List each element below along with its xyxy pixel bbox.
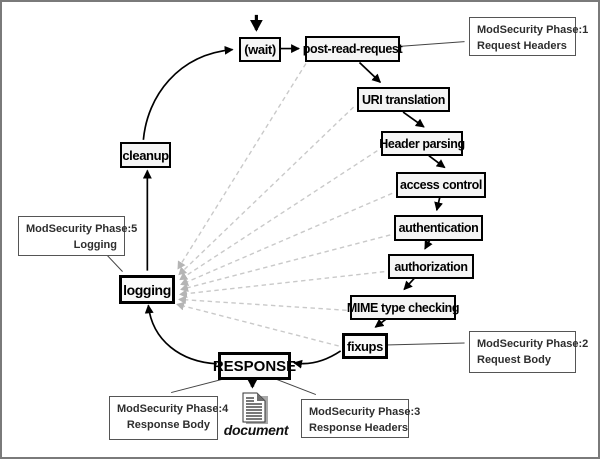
annotation-line: ModSecurity Phase:1 bbox=[477, 24, 589, 36]
node-response: RESPONSE bbox=[213, 352, 296, 380]
annotation-line: ModSecurity Phase:3 bbox=[309, 406, 421, 418]
annotation-line: ModSecurity Phase:4 bbox=[117, 403, 229, 415]
annotation-line: ModSecurity Phase:2 bbox=[477, 338, 589, 350]
node-wait: (wait) bbox=[239, 37, 281, 62]
annotation-line: Logging bbox=[73, 238, 117, 251]
dashed-links bbox=[176, 63, 393, 347]
annotation-modsecurity-phase1: ModSecurity Phase:1 Request Headers bbox=[469, 17, 589, 56]
flow-arrows bbox=[142, 14, 446, 389]
annotation-modsecurity-phase2: ModSecurity Phase:2 Request Body bbox=[469, 331, 589, 373]
annotation-modsecurity-phase3: ModSecurity Phase:3 Response Headers bbox=[301, 399, 421, 438]
document-label: document bbox=[223, 422, 289, 438]
node-access-control: access control bbox=[396, 172, 486, 198]
annotation-modsecurity-phase5: ModSecurity Phase:5 Logging bbox=[18, 216, 138, 256]
annotation-line: Request Body bbox=[477, 353, 551, 366]
annotation-modsecurity-phase4: ModSecurity Phase:4 Response Body bbox=[109, 396, 229, 440]
node-header-parsing: Header parsing bbox=[379, 131, 465, 156]
node-post-read-request: post-read-request bbox=[303, 36, 403, 62]
annotation-line: Response Headers bbox=[309, 421, 409, 434]
node-logging: logging bbox=[119, 275, 175, 304]
node-cleanup: cleanup bbox=[120, 142, 171, 168]
node-uri-translation: URI translation bbox=[357, 87, 450, 112]
node-mime-type-checking: MIME type checking bbox=[347, 295, 460, 320]
node-authorization: authorization bbox=[388, 254, 474, 279]
node-fixups: fixups bbox=[342, 333, 388, 359]
annotation-line: Request Headers bbox=[477, 39, 567, 52]
node-authentication: authentication bbox=[394, 215, 483, 241]
annotation-line: Response Body bbox=[126, 418, 210, 431]
document-icon bbox=[240, 392, 270, 425]
annotation-line: ModSecurity Phase:5 bbox=[26, 223, 138, 235]
annotation-links bbox=[105, 41, 465, 396]
